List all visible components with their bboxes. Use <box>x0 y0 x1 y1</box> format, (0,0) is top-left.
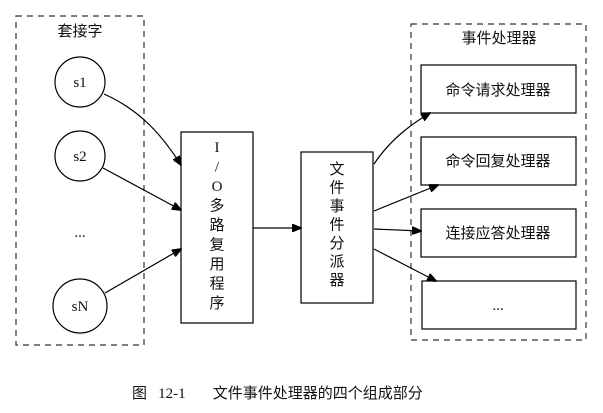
dispatcher-label-char: 派 <box>329 253 344 271</box>
io-multiplexer-label-char: 用 <box>209 255 224 273</box>
caption-number: 12-1 <box>158 386 186 402</box>
dispatcher-label-char: 件 <box>329 179 344 197</box>
io-multiplexer-label-char: 复 <box>209 236 224 254</box>
dispatcher-label-char: 文 <box>329 160 344 178</box>
caption-prefix: 图 <box>132 384 147 402</box>
edge-dispatcher-to-request <box>373 113 430 165</box>
socket-node-sN: sN <box>52 278 108 334</box>
dispatcher-label-char: 器 <box>329 271 344 289</box>
dispatcher-label-char: 件 <box>329 216 344 234</box>
handler-command-reply: 命令回复处理器 <box>420 136 577 186</box>
dispatcher-label-char: 分 <box>329 234 344 252</box>
socket-node-s1: s1 <box>54 56 106 108</box>
sockets-cluster-title: 套接字 <box>57 22 102 40</box>
handler-label: ... <box>492 298 503 314</box>
caption-text: 文件事件处理器的四个组成部分 <box>213 384 423 402</box>
handler-label: 连接应答处理器 <box>445 224 550 242</box>
edge-s2-to-io <box>102 167 181 210</box>
edge-sN-to-io <box>104 249 181 294</box>
socket-label: s2 <box>73 149 86 165</box>
edge-dispatcher-to-reply <box>373 185 438 212</box>
handler-accept: 连接应答处理器 <box>420 208 577 258</box>
io-multiplexer-label-char: O <box>212 179 223 195</box>
handler-more: ... <box>421 280 577 330</box>
socket-label: sN <box>72 299 89 315</box>
sockets-cluster: 套接字 s1 s2 ... sN <box>15 15 145 346</box>
handler-command-request: 命令请求处理器 <box>420 64 577 114</box>
handlers-cluster-border <box>410 23 587 341</box>
handler-label: 命令回复处理器 <box>445 152 550 170</box>
edge-s1-to-io <box>103 93 181 165</box>
dispatcher-label-char: 事 <box>329 197 344 215</box>
io-multiplexer-label-char: 程 <box>209 275 224 293</box>
io-multiplexer-label-char: / <box>215 160 220 176</box>
figure-caption: 图 12-1 文件事件处理器的四个组成部分 <box>132 383 423 402</box>
handler-label: 命令请求处理器 <box>445 81 550 99</box>
socket-label: s1 <box>73 75 86 91</box>
socket-node-s2: s2 <box>54 130 106 182</box>
io-multiplexer-label-char: I <box>215 140 220 156</box>
socket-ellipsis: ... <box>74 225 85 241</box>
handlers-cluster: 事件处理器 命令请求处理器 命令回复处理器 连接应答处理器 ... <box>410 23 587 341</box>
io-multiplexer-label-char: 路 <box>209 216 224 234</box>
handlers-cluster-title: 事件处理器 <box>461 29 536 47</box>
io-multiplexer-label-char: 序 <box>209 294 224 312</box>
io-multiplexer-label-char: 多 <box>209 197 224 215</box>
edge-dispatcher-to-accept <box>373 229 421 231</box>
sockets-cluster-border <box>15 15 145 346</box>
svg-text:图 12-1 文件事件处理器的四个组: 图 12-1 文件事件处理器的四个组成部分 <box>132 383 423 402</box>
edges <box>102 93 438 294</box>
edge-dispatcher-to-more <box>373 248 436 281</box>
